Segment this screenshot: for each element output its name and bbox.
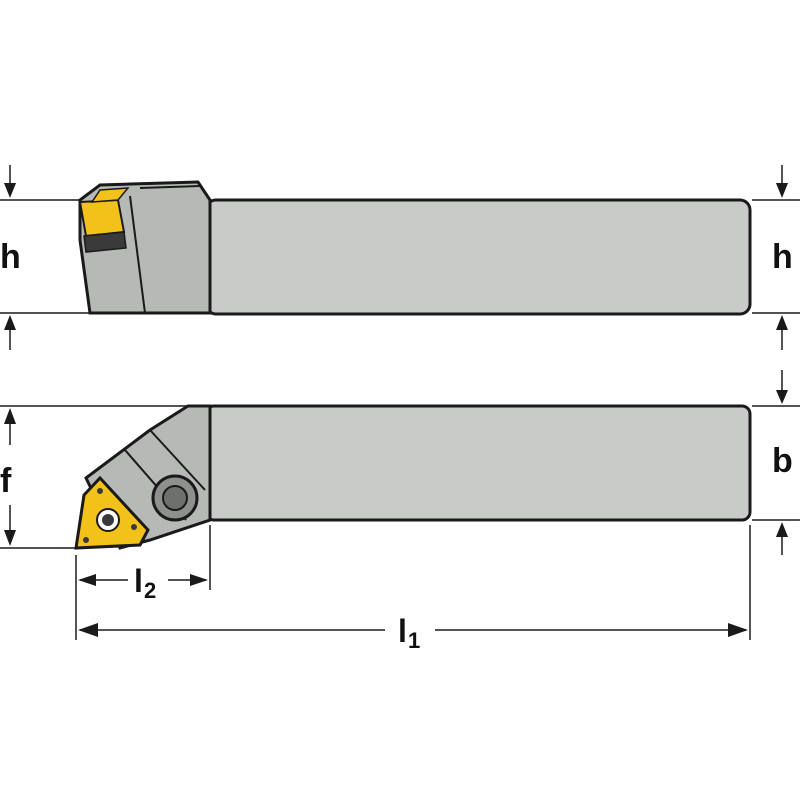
plan-view	[74, 404, 752, 550]
label-f: f	[0, 462, 12, 500]
side-view-insert	[78, 198, 126, 238]
label-l1: l 1	[398, 613, 420, 653]
label-l1-sub: 1	[408, 628, 420, 653]
label-l2-sub: 2	[144, 578, 156, 603]
dimension-lines	[0, 165, 800, 640]
side-view	[78, 180, 752, 316]
plan-view-shank	[204, 404, 752, 522]
side-view-clamp	[83, 231, 127, 253]
label-l2: l 2	[134, 563, 156, 603]
label-h-left: h	[0, 238, 21, 276]
label-b: b	[772, 442, 793, 480]
arrowheads	[4, 183, 788, 637]
label-l1-main: l	[398, 613, 407, 649]
side-view-shank	[204, 198, 752, 316]
label-l2-main: l	[134, 563, 143, 599]
label-h-right: h	[772, 238, 793, 276]
